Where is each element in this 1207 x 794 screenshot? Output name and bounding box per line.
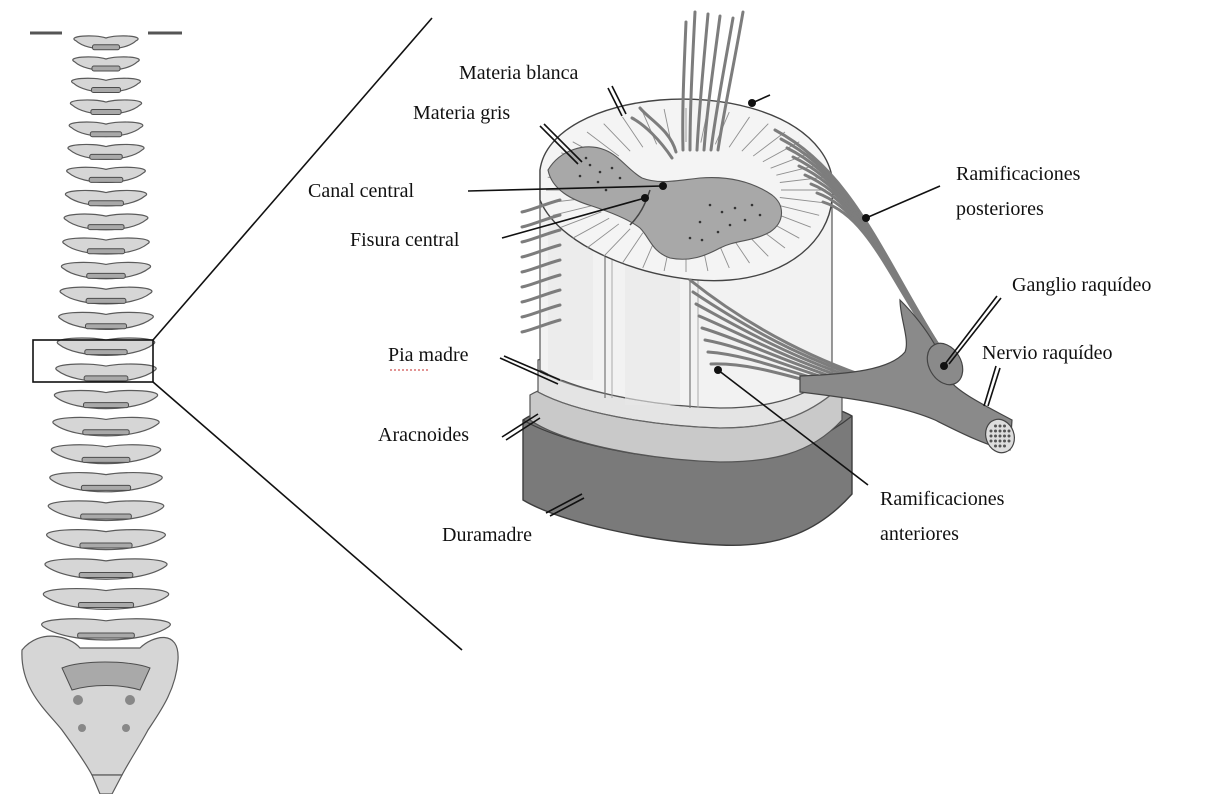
label-ramificaciones-anteriores-line2: anteriores [880, 523, 959, 545]
ramificaciones-anteriores-dot [714, 366, 722, 374]
intervertebral-disc [92, 66, 120, 71]
intervertebral-disc [83, 403, 128, 408]
neuron-speck [585, 157, 588, 160]
intervertebral-disc [89, 177, 123, 182]
intervertebral-disc [80, 543, 132, 548]
nerve-fascicle [1008, 430, 1011, 433]
spinal-cord-section [522, 12, 1019, 545]
neuron-speck [699, 221, 702, 224]
neuron-speck [729, 224, 732, 227]
intervertebral-disc [87, 273, 126, 278]
nerve-fascicle [990, 435, 993, 438]
label-canal-central: Canal central [308, 180, 414, 202]
sacral-foramen [73, 695, 83, 705]
nerve-fascicle [990, 430, 993, 433]
intervertebral-disc [91, 109, 121, 114]
canal-central-dot [659, 182, 667, 190]
intervertebral-disc [85, 324, 126, 329]
label-aracnoides: Aracnoides [378, 424, 469, 446]
neuron-speck [701, 239, 704, 242]
neuron-speck [734, 207, 737, 210]
ramificaciones-posteriores-dot [862, 214, 870, 222]
sacrum [22, 636, 178, 775]
label-duramadre: Duramadre [442, 524, 532, 546]
neuron-speck [605, 189, 608, 192]
neuron-speck [744, 219, 747, 222]
neuron-speck [597, 181, 600, 184]
top-dot [748, 99, 756, 107]
nerve-fascicle [1003, 440, 1006, 443]
sacrum-band [62, 662, 150, 690]
label-materia-blanca: Materia blanca [459, 62, 578, 84]
nerve-fascicle [1008, 440, 1011, 443]
sacral-foramen [78, 724, 86, 732]
intervertebral-disc [89, 201, 124, 206]
leader-ramificaciones-posteriores [866, 186, 940, 218]
neuron-speck [717, 231, 720, 234]
coccyx [92, 775, 122, 794]
intervertebral-disc [90, 154, 123, 159]
vertebrae-stack [42, 36, 171, 640]
neuron-speck [611, 167, 614, 170]
label-ramificaciones-posteriores-line2: posteriores [956, 198, 1044, 220]
neuron-speck [619, 177, 622, 180]
nerve-fascicle [994, 425, 997, 428]
intervertebral-disc [85, 350, 127, 355]
neuron-speck [689, 237, 692, 240]
intervertebral-disc [88, 225, 124, 230]
intervertebral-disc [79, 572, 133, 577]
label-ganglio-raquideo: Ganglio raquídeo [1012, 274, 1151, 296]
zoom-line-top [153, 18, 432, 340]
nerve-fascicle [994, 445, 997, 448]
label-pia-madre: Pia madre [388, 344, 469, 366]
intervertebral-disc [82, 457, 130, 462]
zoom-line-bottom [153, 382, 462, 650]
nerve-fascicle [990, 440, 993, 443]
intervertebral-disc [78, 633, 135, 638]
sacral-foramen [125, 695, 135, 705]
intervertebral-disc [87, 249, 124, 254]
nerve-fascicle [999, 440, 1002, 443]
intervertebral-disc [91, 88, 120, 93]
vertebral-column [22, 33, 182, 794]
label-ramificaciones-posteriores-line1: Ramificaciones [956, 163, 1081, 185]
neuron-speck [599, 171, 602, 174]
label-nervio-raquideo: Nervio raquídeo [982, 342, 1113, 364]
intervertebral-disc [84, 376, 128, 381]
sacral-foramen [122, 724, 130, 732]
intervertebral-disc [93, 45, 120, 50]
ganglio-raquideo-dot [940, 362, 948, 370]
intervertebral-disc [83, 430, 129, 435]
fisura-central-dot [641, 194, 649, 202]
nerve-fascicle [994, 435, 997, 438]
nerve-fascicle [999, 435, 1002, 438]
nerve-fascicle [1003, 425, 1006, 428]
intervertebral-disc [81, 514, 132, 519]
nerve-fascicle [1003, 435, 1006, 438]
nerve-fascicle [994, 430, 997, 433]
neuron-speck [579, 175, 582, 178]
nerve-fascicle [1003, 430, 1006, 433]
label-ramificaciones-anteriores-line1: Ramificaciones [880, 488, 1005, 510]
neuron-speck [759, 214, 762, 217]
nerve-fascicle [1003, 445, 1006, 448]
neuron-speck [751, 204, 754, 207]
intervertebral-disc [78, 602, 133, 607]
nerve-fascicle [999, 445, 1002, 448]
intervertebral-disc [90, 132, 121, 137]
nerve-fascicle [999, 425, 1002, 428]
label-fisura-central: Fisura central [350, 229, 460, 251]
intervertebral-disc [81, 485, 130, 490]
neuron-speck [589, 164, 592, 167]
nerve-fascicle [994, 440, 997, 443]
neuron-speck [709, 204, 712, 207]
intervertebral-disc [86, 298, 126, 303]
label-materia-gris: Materia gris [413, 102, 510, 124]
nerve-fascicle [999, 430, 1002, 433]
nerve-fascicle [1008, 435, 1011, 438]
neuron-speck [721, 211, 724, 214]
